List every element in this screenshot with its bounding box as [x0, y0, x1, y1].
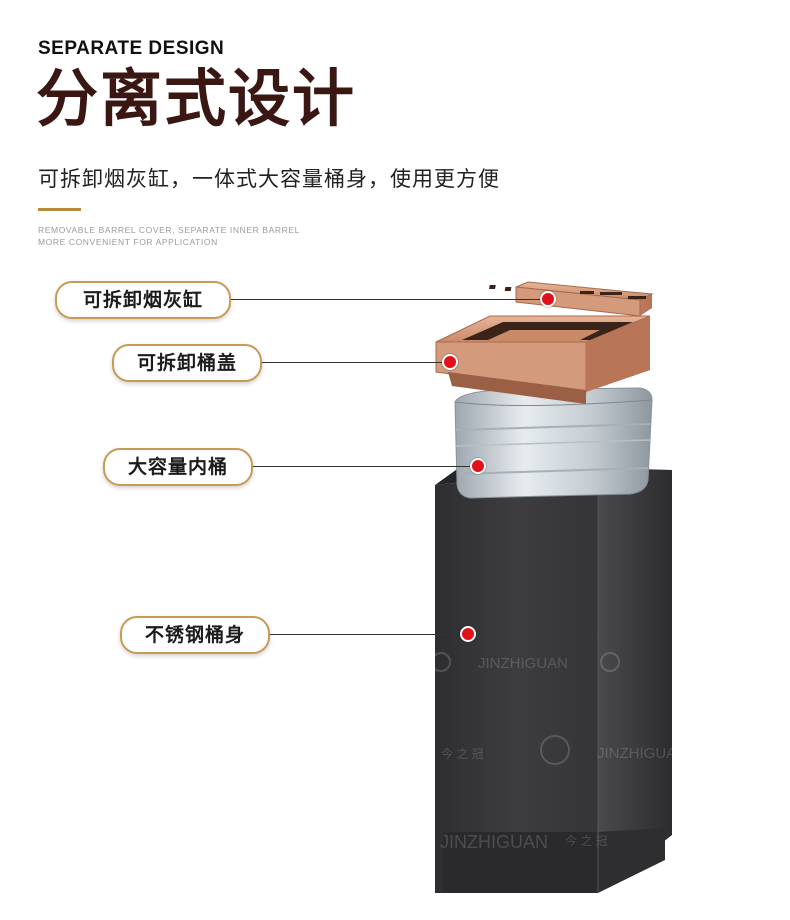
- connector-line-inner: [250, 466, 478, 467]
- marker-inner-barrel: [472, 460, 484, 472]
- marker-lid: [444, 356, 456, 368]
- label-large-inner-barrel: 大容量内桶: [103, 448, 253, 486]
- watermark-brand-en-3: JINZHIGUAN: [440, 832, 548, 852]
- connector-line-ashtray: [228, 299, 548, 300]
- gold-divider: [38, 208, 81, 211]
- small-description: REMOVABLE BARREL COVER, SEPARATE INNER B…: [38, 224, 300, 248]
- watermark-logo-icon-2: [540, 735, 570, 765]
- watermark-logo-icon-3: [431, 652, 451, 672]
- section-subtitle-en: SEPARATE DESIGN: [38, 38, 225, 59]
- page-subtitle: 可拆卸烟灰缸，一体式大容量桶身，使用更方便: [38, 167, 500, 191]
- small-description-line-1: REMOVABLE BARREL COVER, SEPARATE INNER B…: [38, 225, 300, 235]
- label-removable-ashtray: 可拆卸烟灰缸: [55, 281, 231, 319]
- small-description-line-2: MORE CONVENIENT FOR APPLICATION: [38, 237, 218, 247]
- label-stainless-body: 不锈钢桶身: [120, 616, 270, 654]
- watermark-brand-en-2: JINZHIGUAN: [597, 745, 687, 762]
- watermark-brand-cn-2: 今 之 冠: [565, 833, 608, 848]
- watermark-brand-cn-1: 今 之 冠: [441, 746, 484, 761]
- connector-line-lid: [260, 362, 450, 363]
- watermark-brand-en-1: JINZHIGUAN: [478, 655, 568, 672]
- barrel-lid: [435, 315, 651, 404]
- outer-barrel: [435, 467, 672, 893]
- marker-body: [462, 628, 474, 640]
- label-removable-lid: 可拆卸桶盖: [112, 344, 262, 382]
- connector-line-body: [268, 634, 468, 635]
- watermark-logo-icon: [600, 652, 620, 672]
- inner-barrel: [454, 387, 653, 499]
- page-title: 分离式设计: [36, 62, 357, 135]
- marker-ashtray: [542, 293, 554, 305]
- watermark: JINZHIGUAN JINZHIGUAN JINZHIGUAN 今 之 冠 今…: [431, 652, 687, 852]
